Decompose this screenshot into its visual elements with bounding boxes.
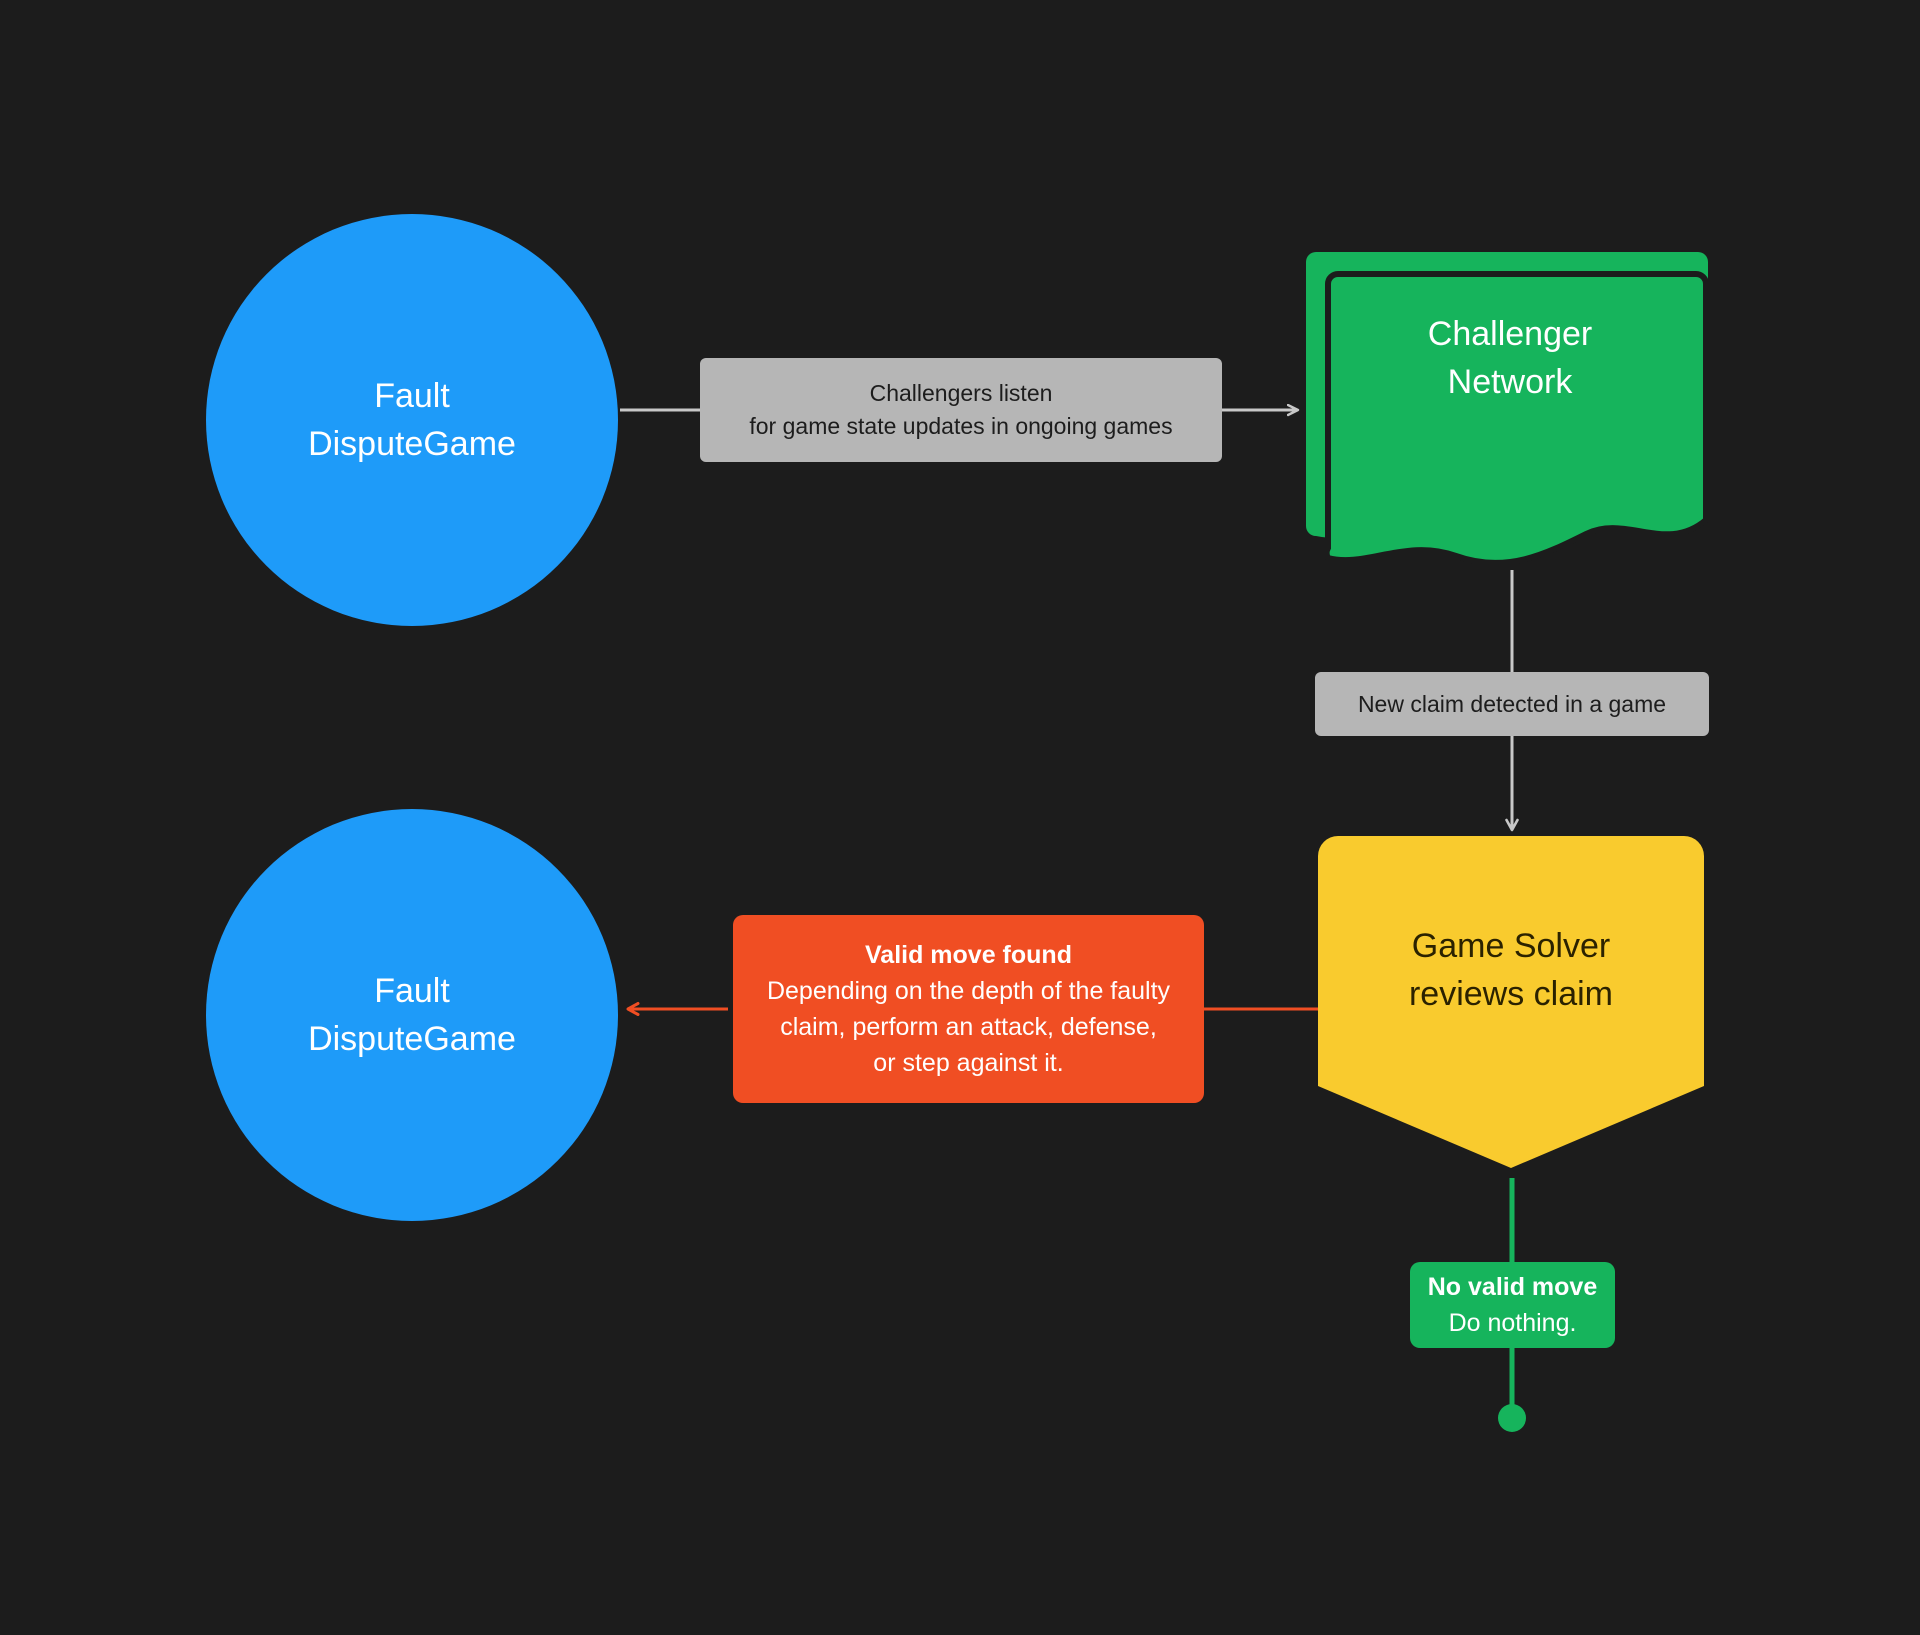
terminator-dot — [1498, 1404, 1526, 1432]
node-label-line1: Game Solver — [1411, 927, 1611, 965]
edge-label-new-claim: New claim detected in a game — [1315, 672, 1709, 736]
edge-label-line1: Depending on the depth of the faulty — [766, 977, 1171, 1005]
node-fault-dispute-game-bottom[interactable]: Fault DisputeGame — [206, 809, 618, 1221]
node-game-solver[interactable]: Game Solver reviews claim — [1316, 834, 1706, 1178]
node-game-solver-text: Game Solver reviews claim — [1316, 922, 1706, 1019]
node-fault-dispute-game-top[interactable]: Fault DisputeGame — [206, 214, 618, 626]
node-label-line1: Fault — [374, 376, 450, 415]
node-challenger-network[interactable]: Challenger Network — [1300, 240, 1720, 570]
node-label-line1: Fault — [374, 971, 450, 1010]
node-label-line2: DisputeGame — [308, 1020, 516, 1058]
edge-label-title: Valid move found — [865, 941, 1072, 969]
node-challenger-network-text: Challenger Network — [1300, 310, 1720, 407]
edge-no-valid-move — [1498, 1178, 1526, 1432]
node-label-line1: Challenger — [1427, 315, 1593, 353]
edge-label-valid-move: Valid move found Depending on the depth … — [733, 915, 1204, 1103]
pentagon-down-shape — [1318, 836, 1704, 1168]
edge-label-line1: Do nothing. — [1448, 1309, 1577, 1337]
edge-label-no-valid-move: No valid move Do nothing. — [1410, 1262, 1615, 1348]
node-label-line2: DisputeGame — [308, 425, 516, 463]
edge-label-line1: Challengers listen — [869, 380, 1053, 407]
node-label-line2: reviews claim — [1408, 975, 1614, 1014]
edge-label-line2: for game state updates in ongoing games — [749, 413, 1173, 439]
edge-label-title: No valid move — [1427, 1273, 1598, 1301]
edge-label-challengers-listen: Challengers listen for game state update… — [700, 358, 1222, 462]
edge-label-line2: claim, perform an attack, defense, — [780, 1013, 1157, 1041]
node-label-line2: Network — [1447, 363, 1573, 402]
edge-label-line1: New claim detected in a game — [1357, 690, 1667, 717]
edge-label-line3: or step against it. — [873, 1049, 1064, 1077]
stacked-document-icon — [1306, 252, 1709, 566]
